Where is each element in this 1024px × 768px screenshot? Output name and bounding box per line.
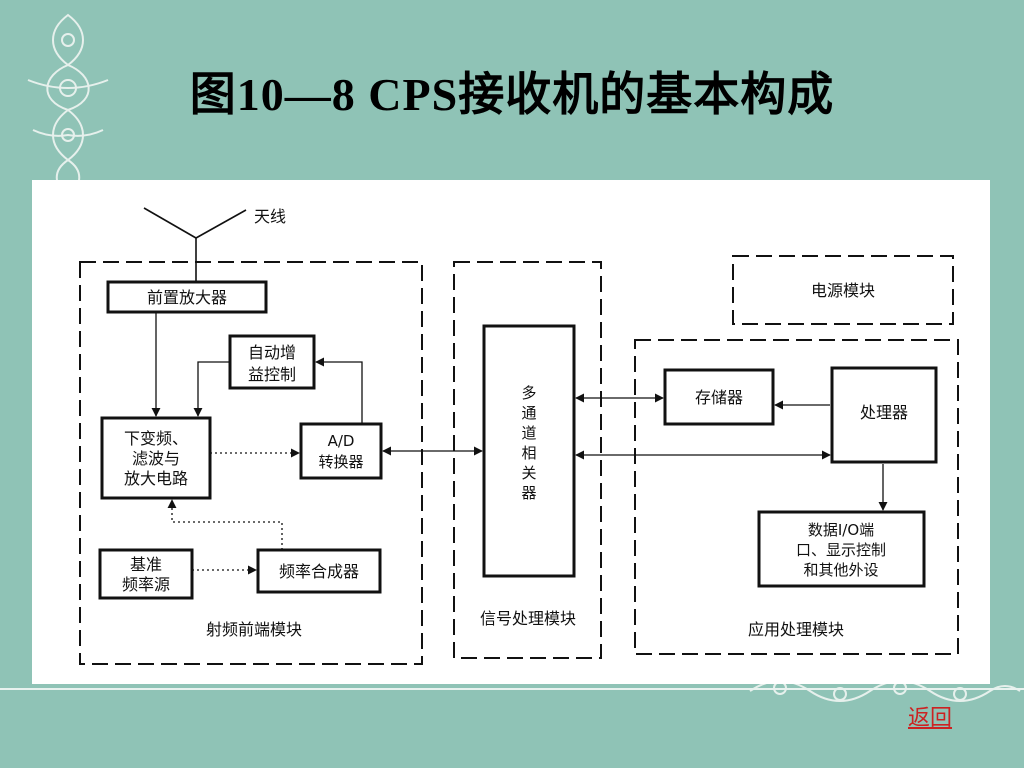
memory-label: 存储器 xyxy=(695,388,743,407)
downconv-block xyxy=(100,416,212,500)
ref-osc-block xyxy=(98,548,194,600)
floral-ornament-left xyxy=(27,13,109,197)
signal-module-label: 信号处理模块 xyxy=(480,609,576,628)
ref-osc-label-line2: 频率源 xyxy=(122,575,170,594)
arrow-synth-to-downconv xyxy=(167,499,283,550)
io-label-line2: 口、显示控制 xyxy=(796,541,886,559)
synth-block xyxy=(256,548,382,594)
power-label: 电源模块 xyxy=(811,281,875,300)
app-module-outline xyxy=(634,339,959,655)
correlator-label-1: 多 xyxy=(521,384,536,402)
app-module-label: 应用处理模块 xyxy=(748,620,844,639)
downconv-label-line3: 放大电路 xyxy=(124,469,188,488)
rf-module-label: 射频前端模块 xyxy=(206,620,302,639)
ref-osc-label-line1: 基准 xyxy=(130,555,162,574)
downconv-label-line2: 滤波与 xyxy=(132,449,180,468)
synth-label: 频率合成器 xyxy=(279,562,359,581)
agc-block xyxy=(228,334,316,390)
receiver-diagram: 天线 前置放大器 自动增 益控制 下变频、 滤波与 放大电路 A/ xyxy=(79,207,959,665)
power-module-outline xyxy=(732,255,954,325)
processor-block xyxy=(830,366,938,464)
preamp-block xyxy=(106,280,268,314)
slide-title: 图10—8 CPS接收机的基本构成 xyxy=(189,69,835,120)
signal-module-outline xyxy=(453,261,602,659)
correlator-label-2: 通 xyxy=(521,404,536,422)
downconv-label-line1: 下变频、 xyxy=(124,429,188,448)
diagram-panel: 天线 前置放大器 自动增 益控制 下变频、 滤波与 放大电路 A/ xyxy=(32,180,990,684)
correlator-label-3: 道 xyxy=(521,424,536,442)
adc-block xyxy=(299,422,383,480)
rf-module-outline xyxy=(79,261,423,665)
antenna-label: 天线 xyxy=(254,207,286,226)
arrow-adc-to-agc xyxy=(315,357,363,424)
preamp-label: 前置放大器 xyxy=(147,288,227,307)
correlator-label-6: 器 xyxy=(521,484,536,502)
correlator-label-4: 相 xyxy=(521,444,536,462)
agc-label-line1: 自动增 xyxy=(248,343,296,362)
memory-block xyxy=(663,368,775,426)
divider-line xyxy=(0,688,1024,690)
processor-label: 处理器 xyxy=(860,403,908,422)
return-link[interactable]: 返回 xyxy=(908,706,953,731)
arrow-agc-to-downconv xyxy=(193,361,230,417)
adc-label-line1: A/D xyxy=(328,432,355,450)
correlator-block xyxy=(482,324,576,578)
adc-label-line2: 转换器 xyxy=(318,453,363,471)
agc-label-line2: 益控制 xyxy=(248,365,296,384)
antenna-icon xyxy=(143,207,247,282)
io-label-line1: 数据I/O端 xyxy=(808,521,874,539)
correlator-label-5: 关 xyxy=(521,464,536,482)
io-label-line3: 和其他外设 xyxy=(803,561,878,579)
io-block xyxy=(757,510,926,588)
